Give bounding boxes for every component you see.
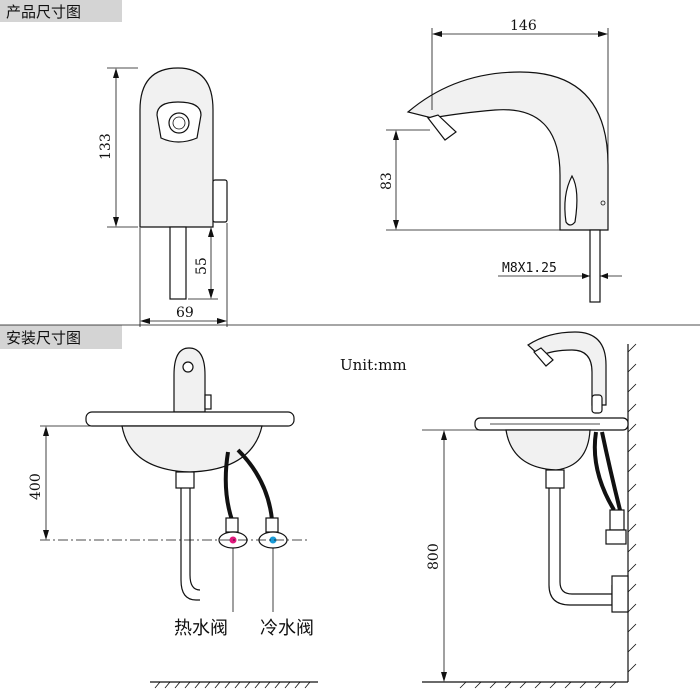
arrow-83-top — [393, 130, 399, 140]
install-side-hose-b — [600, 431, 622, 511]
arrow-146-left — [432, 31, 442, 37]
install-side-valve — [609, 509, 625, 531]
install-drain-top — [175, 471, 195, 489]
spout-nozzle — [426, 114, 457, 141]
side-view: 146 83 M8X1.25 — [379, 18, 622, 303]
install-faucet-sensor — [182, 361, 194, 373]
arrow-55-top — [208, 227, 214, 237]
side-body — [406, 71, 609, 231]
unit-label: Unit:mm — [340, 356, 407, 374]
arrow-800-top — [441, 430, 447, 440]
install-drain-pipe-right — [189, 488, 201, 591]
install-drain-pipe-left — [180, 488, 200, 601]
dim-label-83: 83 — [379, 172, 395, 190]
arrow-146-right — [598, 31, 608, 37]
install-cold-hose — [236, 448, 274, 521]
dim-label-55: 55 — [194, 257, 210, 275]
dim-label-133: 133 — [98, 133, 114, 160]
arrow-800-bottom — [441, 672, 447, 682]
install-side-valve-body — [605, 529, 627, 545]
section-title-install: 安装尺寸图 — [6, 329, 81, 347]
install-side-nozzle — [533, 347, 554, 367]
arrow-69-left — [140, 318, 150, 324]
install-hot-hose — [223, 451, 234, 521]
header-install: 安装尺寸图 — [0, 325, 122, 349]
sensor-eye-inner — [172, 116, 186, 130]
dim-label-69: 69 — [176, 305, 194, 321]
hot-valve-label: 热水阀 — [174, 618, 228, 639]
install-basin-rim — [85, 411, 295, 427]
install-side-drain-pipe-a — [548, 488, 613, 606]
header-product-band — [0, 0, 122, 22]
dim-label-400: 400 — [28, 473, 44, 500]
arrow-400-bottom — [43, 530, 49, 540]
dim-label-thread: M8X1.25 — [502, 261, 557, 276]
side-indicator-dot — [600, 200, 606, 206]
side-shank — [589, 229, 601, 303]
install-front-floor-hatch — [154, 681, 311, 689]
install-faucet-knob — [204, 394, 212, 410]
install-side-view: 800 — [422, 331, 637, 689]
arrow-133-top — [113, 68, 119, 78]
install-hot-fitting — [225, 517, 239, 533]
sensor-eye-outer — [168, 112, 190, 134]
install-basin-bowl — [121, 425, 263, 473]
install-faucet-body — [173, 347, 206, 413]
arrow-thread-right — [600, 273, 608, 279]
install-side-hose-a — [592, 431, 616, 512]
front-shank — [169, 226, 187, 300]
side-sensor — [564, 174, 578, 226]
arrow-thread-left — [582, 273, 590, 279]
header-product: 产品尺寸图 — [0, 0, 122, 22]
install-side-drain-top — [545, 469, 565, 489]
install-side-bowl — [505, 429, 591, 471]
dim-label-146: 146 — [510, 18, 537, 34]
cold-marker-icon — [269, 536, 277, 544]
install-side-drain-flange — [611, 575, 629, 613]
install-side-faucet — [527, 331, 607, 406]
arrow-400-top — [43, 426, 49, 436]
arrow-83-bottom — [393, 220, 399, 230]
install-side-sensor — [591, 394, 603, 414]
dim-label-800: 800 — [426, 543, 442, 570]
install-side-drain-pipe-b — [559, 488, 612, 595]
header-install-band — [0, 325, 122, 349]
section-title-product: 产品尺寸图 — [6, 3, 81, 21]
front-body — [139, 67, 214, 228]
side-knob — [212, 179, 228, 223]
arrow-69-right — [217, 318, 227, 324]
install-side-floor-hatch — [459, 681, 617, 689]
cold-valve-label: 冷水阀 — [260, 618, 314, 639]
install-wall-hatch — [627, 343, 637, 673]
arrow-55-bottom — [208, 289, 214, 299]
front-view: 133 55 69 — [98, 67, 228, 327]
install-cold-fitting — [265, 517, 279, 533]
arrow-133-bottom — [113, 217, 119, 227]
install-front-view: 400 热水阀 冷水阀 — [28, 347, 318, 689]
